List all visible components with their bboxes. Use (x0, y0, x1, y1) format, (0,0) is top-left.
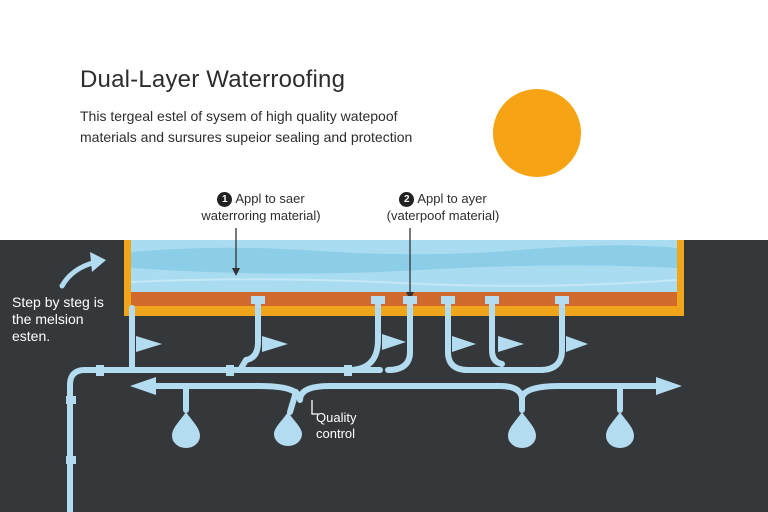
water-drop-icon (606, 412, 634, 448)
joint (96, 365, 104, 376)
flow-arrow-icon (566, 336, 588, 352)
water-drop-icon (274, 412, 302, 446)
joint (441, 296, 455, 304)
joint (485, 296, 499, 304)
quality-line: Quality (316, 410, 357, 425)
curved-arrow-icon (59, 252, 106, 289)
pipe-drop-5 (489, 297, 505, 367)
pipe-lower-loop (145, 383, 663, 403)
step-2-detail: (vaterpoof material) (386, 208, 500, 223)
flow-arrow-icon (452, 336, 476, 352)
step-2-title: Appl to ayer (417, 191, 487, 206)
joint (251, 296, 265, 304)
subtitle-line: materials and sursures supeior sealing a… (80, 129, 413, 145)
quality-line: control (316, 426, 356, 441)
joint (66, 396, 76, 404)
flow-arrow-icon (130, 377, 156, 395)
joint (66, 456, 76, 464)
joint (344, 365, 352, 376)
flow-arrows (130, 334, 682, 395)
flow-arrow-icon (136, 336, 162, 352)
quality-control-label: Quality control (316, 410, 356, 442)
flow-arrow-icon (262, 336, 288, 352)
step-1-title: Appl to saer (235, 191, 305, 206)
side-note-line: the melsion (12, 311, 84, 327)
flow-arrow-icon (498, 336, 524, 352)
joint (403, 296, 417, 304)
pipe-right-loop (445, 297, 565, 373)
page-title: Dual-Layer Waterroofing (80, 66, 346, 93)
water-drops (172, 412, 634, 448)
sun-icon (493, 89, 581, 177)
step-2-number: 2 (399, 192, 415, 207)
joint (226, 365, 234, 376)
pipe-drop-4 (385, 297, 413, 373)
page-subtitle: This tergeal estel of sysem of high qual… (80, 106, 440, 148)
side-note-line: esten. (12, 328, 51, 344)
flow-arrow-icon (382, 334, 406, 350)
water-surface-band (131, 245, 677, 274)
water-drop-icon (508, 412, 536, 448)
water-wave (130, 278, 678, 287)
pipe-drip-2 (287, 389, 299, 415)
step-1-detail: waterroring material) (201, 208, 321, 223)
side-note-line: Step by steg is (12, 294, 104, 310)
joint (371, 296, 385, 304)
pipe-joints (66, 296, 569, 464)
pipe-drop-3 (349, 297, 381, 373)
joint (555, 296, 569, 304)
pipe-drop-2 (237, 297, 261, 373)
step-1-number: 1 (217, 192, 233, 207)
step1-pointer-head (232, 268, 240, 276)
quality-bracket (311, 400, 318, 415)
subtitle-line: This tergeal estel of sysem of high qual… (80, 108, 398, 124)
drainage-pipes (67, 297, 663, 512)
basin (124, 240, 684, 316)
pipe-main-trunk (67, 367, 383, 512)
flow-arrow-icon (656, 377, 682, 395)
water-drop-icon (172, 412, 200, 448)
side-note: Step by steg is the melsion esten. (12, 294, 122, 345)
